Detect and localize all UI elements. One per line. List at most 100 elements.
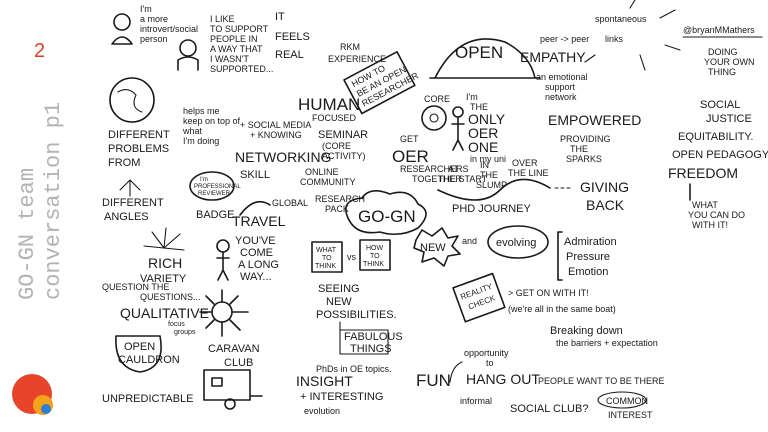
note-empowered: EMPOWERED — [548, 112, 641, 128]
svg-text:keep on top of: keep on top of — [183, 116, 241, 126]
note-badge-text: I'm PROFESSIONAL REVIEWER — [194, 177, 241, 197]
svg-text:YOUR OWN: YOUR OWN — [704, 57, 755, 67]
svg-text:Breaking down: Breaking down — [550, 325, 623, 337]
note-what-you-can-do: WHAT YOU CAN DO WITH IT! — [688, 200, 745, 230]
note-breaking: Breaking down the barriers + expectation — [550, 325, 658, 348]
note-question: QUESTION THE QUESTIONS... — [102, 282, 201, 302]
note-travel: TRAVEL — [232, 213, 286, 229]
plane-swoosh — [239, 200, 271, 216]
svg-text:a more: a more — [140, 14, 168, 24]
svg-text:COME: COME — [240, 247, 273, 259]
note-peer: peer -> peer — [540, 34, 589, 44]
svg-text:(we're all in the same boat): (we're all in the same boat) — [508, 304, 616, 314]
note-phds: PhDs in OE topics. — [316, 364, 392, 374]
note-over-line: OVER THE LINE — [508, 158, 549, 178]
how-to-think-box — [359, 239, 391, 271]
note-how-to-box: HOW TO BE AN OPEN RESEARCHER — [343, 50, 420, 115]
svg-text:SEEING: SEEING — [318, 283, 360, 295]
svg-text:network: network — [545, 92, 577, 102]
note-fabulous: FABULOUS THINGS — [344, 331, 403, 355]
note-caravan: CARAVAN CLUB — [208, 343, 260, 369]
note-what-to-think: WHAT TO THINK — [315, 247, 337, 270]
svg-text:introvert/social: introvert/social — [140, 24, 198, 34]
journey-curve — [437, 178, 551, 201]
note-get: GET — [400, 134, 419, 144]
svg-text:THE START: THE START — [438, 174, 488, 184]
slide-title: GO-GN team conversation p1 — [15, 40, 75, 300]
note-focus-groups: focus groups — [168, 321, 196, 336]
note-people-want: PEOPLE WANT TO BE THERE — [538, 376, 665, 386]
note-social-justice: SOCIAL JUSTICE — [700, 99, 752, 125]
svg-text:I'm doing: I'm doing — [183, 136, 219, 146]
svg-text:SLUMP: SLUMP — [476, 180, 507, 190]
svg-text:TO SUPPORT: TO SUPPORT — [210, 24, 269, 34]
sketchnote-drawing: @bryanMMathers I'm a more introvert/soci… — [102, 0, 768, 420]
svg-text:TO: TO — [370, 253, 380, 260]
evolving-oval — [487, 225, 549, 259]
svg-text:DIFFERENT: DIFFERENT — [102, 197, 164, 209]
svg-text:HOW: HOW — [366, 245, 384, 252]
new-burst-icon — [413, 227, 461, 267]
svg-text:CARAVAN: CARAVAN — [208, 343, 260, 355]
note-gogn: GO-GN — [358, 207, 416, 226]
svg-text:INTEREST: INTEREST — [608, 410, 653, 420]
svg-text:RICH: RICH — [148, 255, 182, 271]
note-informal: informal — [460, 396, 492, 406]
svg-text:TO: TO — [322, 255, 332, 262]
note-core: CORE — [424, 94, 450, 104]
svg-text:DIFFERENT: DIFFERENT — [108, 129, 170, 141]
svg-text:VARIETY: VARIETY — [140, 273, 187, 285]
note-doing: DOING YOUR OWN THING — [704, 47, 755, 77]
svg-text:THE LINE: THE LINE — [508, 168, 549, 178]
svg-text:FEELS: FEELS — [275, 31, 310, 43]
svg-text:GIVING: GIVING — [580, 179, 629, 195]
fabulous-box — [339, 321, 389, 355]
note-opportunity: opportunity to — [464, 348, 509, 368]
what-to-think-box — [311, 241, 343, 273]
note-evolution: evolution — [304, 406, 340, 416]
svg-text:YOU'VE: YOU'VE — [235, 235, 276, 247]
svg-text:POSSIBILITIES.: POSSIBILITIES. — [316, 309, 397, 321]
note-how-to-think: HOW TO THINK — [363, 245, 384, 268]
core-target-icon — [421, 105, 447, 131]
note-youve-come: YOU'VE COME A LONG WAY... — [235, 235, 279, 283]
note-social-media: + SOCIAL MEDIA + KNOWING — [240, 120, 311, 140]
svg-text:FOCUSED: FOCUSED — [312, 113, 357, 123]
svg-text:focus: focus — [168, 321, 185, 328]
note-spontaneous: spontaneous links — [595, 14, 647, 44]
svg-text:PROBLEMS: PROBLEMS — [108, 143, 169, 155]
svg-text:A WAY THAT: A WAY THAT — [210, 44, 263, 54]
svg-text:QUESTIONS...: QUESTIONS... — [140, 292, 201, 302]
svg-text:SPARKS: SPARKS — [566, 154, 602, 164]
svg-text:JUSTICE: JUSTICE — [706, 113, 752, 125]
svg-text:Pressure: Pressure — [566, 251, 610, 263]
walker-icon — [216, 239, 230, 253]
svg-text:CAULDRON: CAULDRON — [118, 354, 180, 366]
note-research-pack: RESEARCH PACK — [315, 194, 365, 214]
svg-text:an emotional: an emotional — [536, 72, 588, 82]
svg-text:to: to — [486, 358, 494, 368]
svg-text:ANGLES: ANGLES — [104, 211, 149, 223]
svg-text:OVER: OVER — [512, 158, 538, 168]
svg-text:PEOPLE IN: PEOPLE IN — [210, 34, 258, 44]
note-rich-variety: RICH VARIETY — [140, 255, 187, 285]
svg-text:WITH IT!: WITH IT! — [692, 220, 728, 230]
svg-text:I'm: I'm — [200, 177, 208, 183]
slide-title-line-1: GO-GN team — [15, 167, 40, 300]
svg-text:+ INTERESTING: + INTERESTING — [300, 391, 383, 403]
svg-text:PROVIDING: PROVIDING — [560, 134, 611, 144]
note-global: GLOBAL — [272, 198, 308, 208]
note-helps-me: helps me keep on top of what I'm doing — [182, 106, 241, 146]
svg-text:IN: IN — [480, 160, 489, 170]
svg-text:BACK: BACK — [586, 197, 625, 213]
gogn-logo-icon — [12, 374, 53, 415]
globe-icon — [109, 77, 155, 123]
svg-text:I'm: I'm — [466, 92, 478, 102]
spark-icon — [199, 289, 249, 337]
svg-text:WHAT: WHAT — [692, 200, 718, 210]
svg-text:REVIEWER: REVIEWER — [198, 191, 231, 197]
note-admiration: Admiration Pressure Emotion — [557, 231, 617, 281]
note-emotional: an emotional support network — [536, 72, 588, 102]
svg-text:> GET ON WITH IT!: > GET ON WITH IT! — [508, 288, 589, 298]
